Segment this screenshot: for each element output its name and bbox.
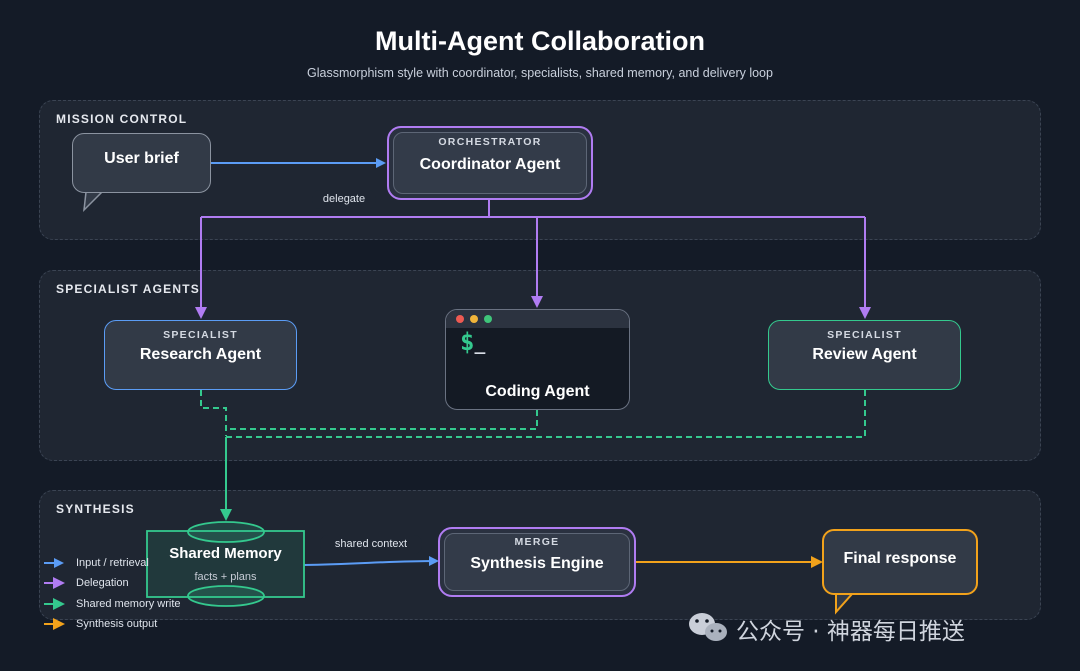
- review-agent-node: SPECIALIST Review Agent: [768, 320, 961, 390]
- synthesis-engine-kicker: MERGE: [514, 536, 560, 548]
- coordinator-kicker: ORCHESTRATOR: [438, 136, 542, 148]
- synthesis-engine-label: Synthesis Engine: [470, 555, 604, 572]
- coordinator-inner-frame: [393, 132, 587, 194]
- user-brief-node: User brief: [72, 133, 211, 193]
- coordinator-label: Coordinator Agent: [419, 156, 561, 173]
- edge-memory-to-synthesis: [303, 556, 439, 567]
- page-subtitle: Glassmorphism style with coordinator, sp…: [307, 66, 773, 80]
- edge-write-review: [226, 390, 866, 438]
- terminal-maximize-dot: [484, 315, 492, 323]
- synthesis-engine-node: MERGE Synthesis Engine: [438, 527, 636, 597]
- edge-write-research: [200, 390, 227, 436]
- mission-control-label: MISSION CONTROL: [56, 112, 188, 126]
- terminal-close-dot: [456, 315, 464, 323]
- research-agent-node: SPECIALIST Research Agent: [104, 320, 297, 390]
- terminal-titlebar: [446, 310, 629, 328]
- edge-write-coding: [226, 410, 538, 430]
- terminal-minimize-dot: [470, 315, 478, 323]
- page-title: Multi-Agent Collaboration: [375, 26, 705, 56]
- review-agent-kicker: SPECIALIST: [827, 329, 902, 341]
- shared-memory-sub: facts + plans: [194, 571, 257, 583]
- legend-item-synthesis-output: Synthesis output: [76, 618, 158, 630]
- terminal-dollar: $: [460, 328, 475, 356]
- legend-item-input: Input / retrieval: [76, 557, 149, 569]
- research-agent-label: Research Agent: [139, 346, 262, 363]
- terminal-cursor: _: [474, 334, 486, 355]
- coordinator-node: ORCHESTRATOR Coordinator Agent: [387, 126, 593, 200]
- coding-agent-label: Coding Agent: [485, 383, 590, 400]
- user-brief-label: User brief: [104, 150, 179, 167]
- shared-memory-top-ellipse: [187, 521, 265, 543]
- coding-agent-node: $_ Coding Agent: [445, 309, 630, 410]
- final-response-label: Final response: [843, 550, 957, 567]
- shared-memory-label: Shared Memory: [169, 545, 282, 562]
- final-response-node: Final response: [822, 529, 978, 595]
- terminal-prompt: $_: [460, 328, 485, 356]
- research-agent-kicker: SPECIALIST: [163, 329, 238, 341]
- shared-memory-bottom-ellipse: [187, 585, 265, 607]
- legend-item-delegation: Delegation: [76, 577, 129, 589]
- legend-item-memory-write: Shared memory write: [76, 598, 181, 610]
- synthesis-engine-inner-frame: [444, 533, 630, 591]
- delegate-edge-label: delegate: [312, 190, 376, 209]
- synthesis-label: SYNTHESIS: [56, 502, 135, 516]
- wechat-icon: [689, 613, 727, 641]
- review-agent-label: Review Agent: [812, 346, 917, 363]
- specialist-agents-label: SPECIALIST AGENTS: [56, 282, 200, 296]
- final-response-tail: [835, 593, 855, 615]
- shared-context-edge-label: shared context: [320, 535, 422, 554]
- watermark-text: 公众号 · 神器每日推送: [736, 619, 965, 645]
- user-brief-tail: [83, 191, 104, 213]
